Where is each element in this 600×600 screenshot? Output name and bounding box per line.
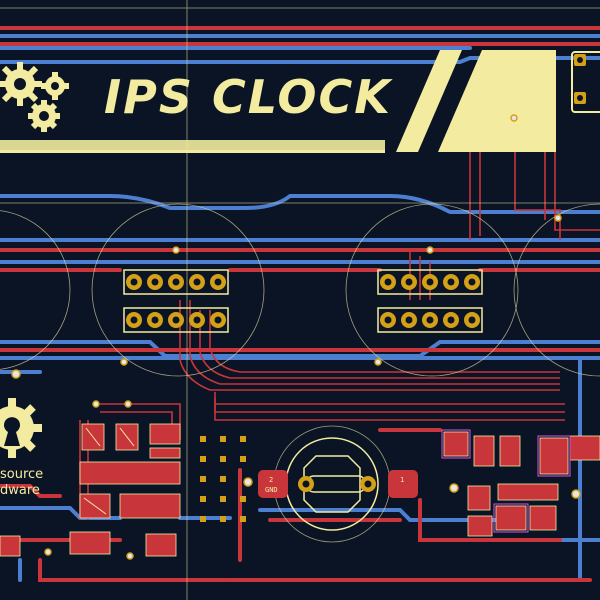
battery-pads	[258, 470, 418, 498]
smd-components-right	[443, 431, 600, 537]
oshw-text-line-2: dware	[0, 483, 40, 498]
title-banner	[0, 50, 556, 153]
battery-pad-gnd-label: GND	[265, 486, 278, 494]
oshw-text-line-1: source	[0, 467, 44, 482]
gears-icon	[0, 62, 69, 132]
via-grid	[200, 436, 246, 522]
board-title: IPS CLOCK	[104, 70, 392, 124]
battery-pad-1-number: 1	[400, 476, 405, 484]
header-connector	[571, 51, 600, 113]
vias	[9, 114, 581, 560]
open-source-hardware-icon	[0, 398, 42, 458]
battery-pad-2-number: 2	[269, 476, 274, 484]
